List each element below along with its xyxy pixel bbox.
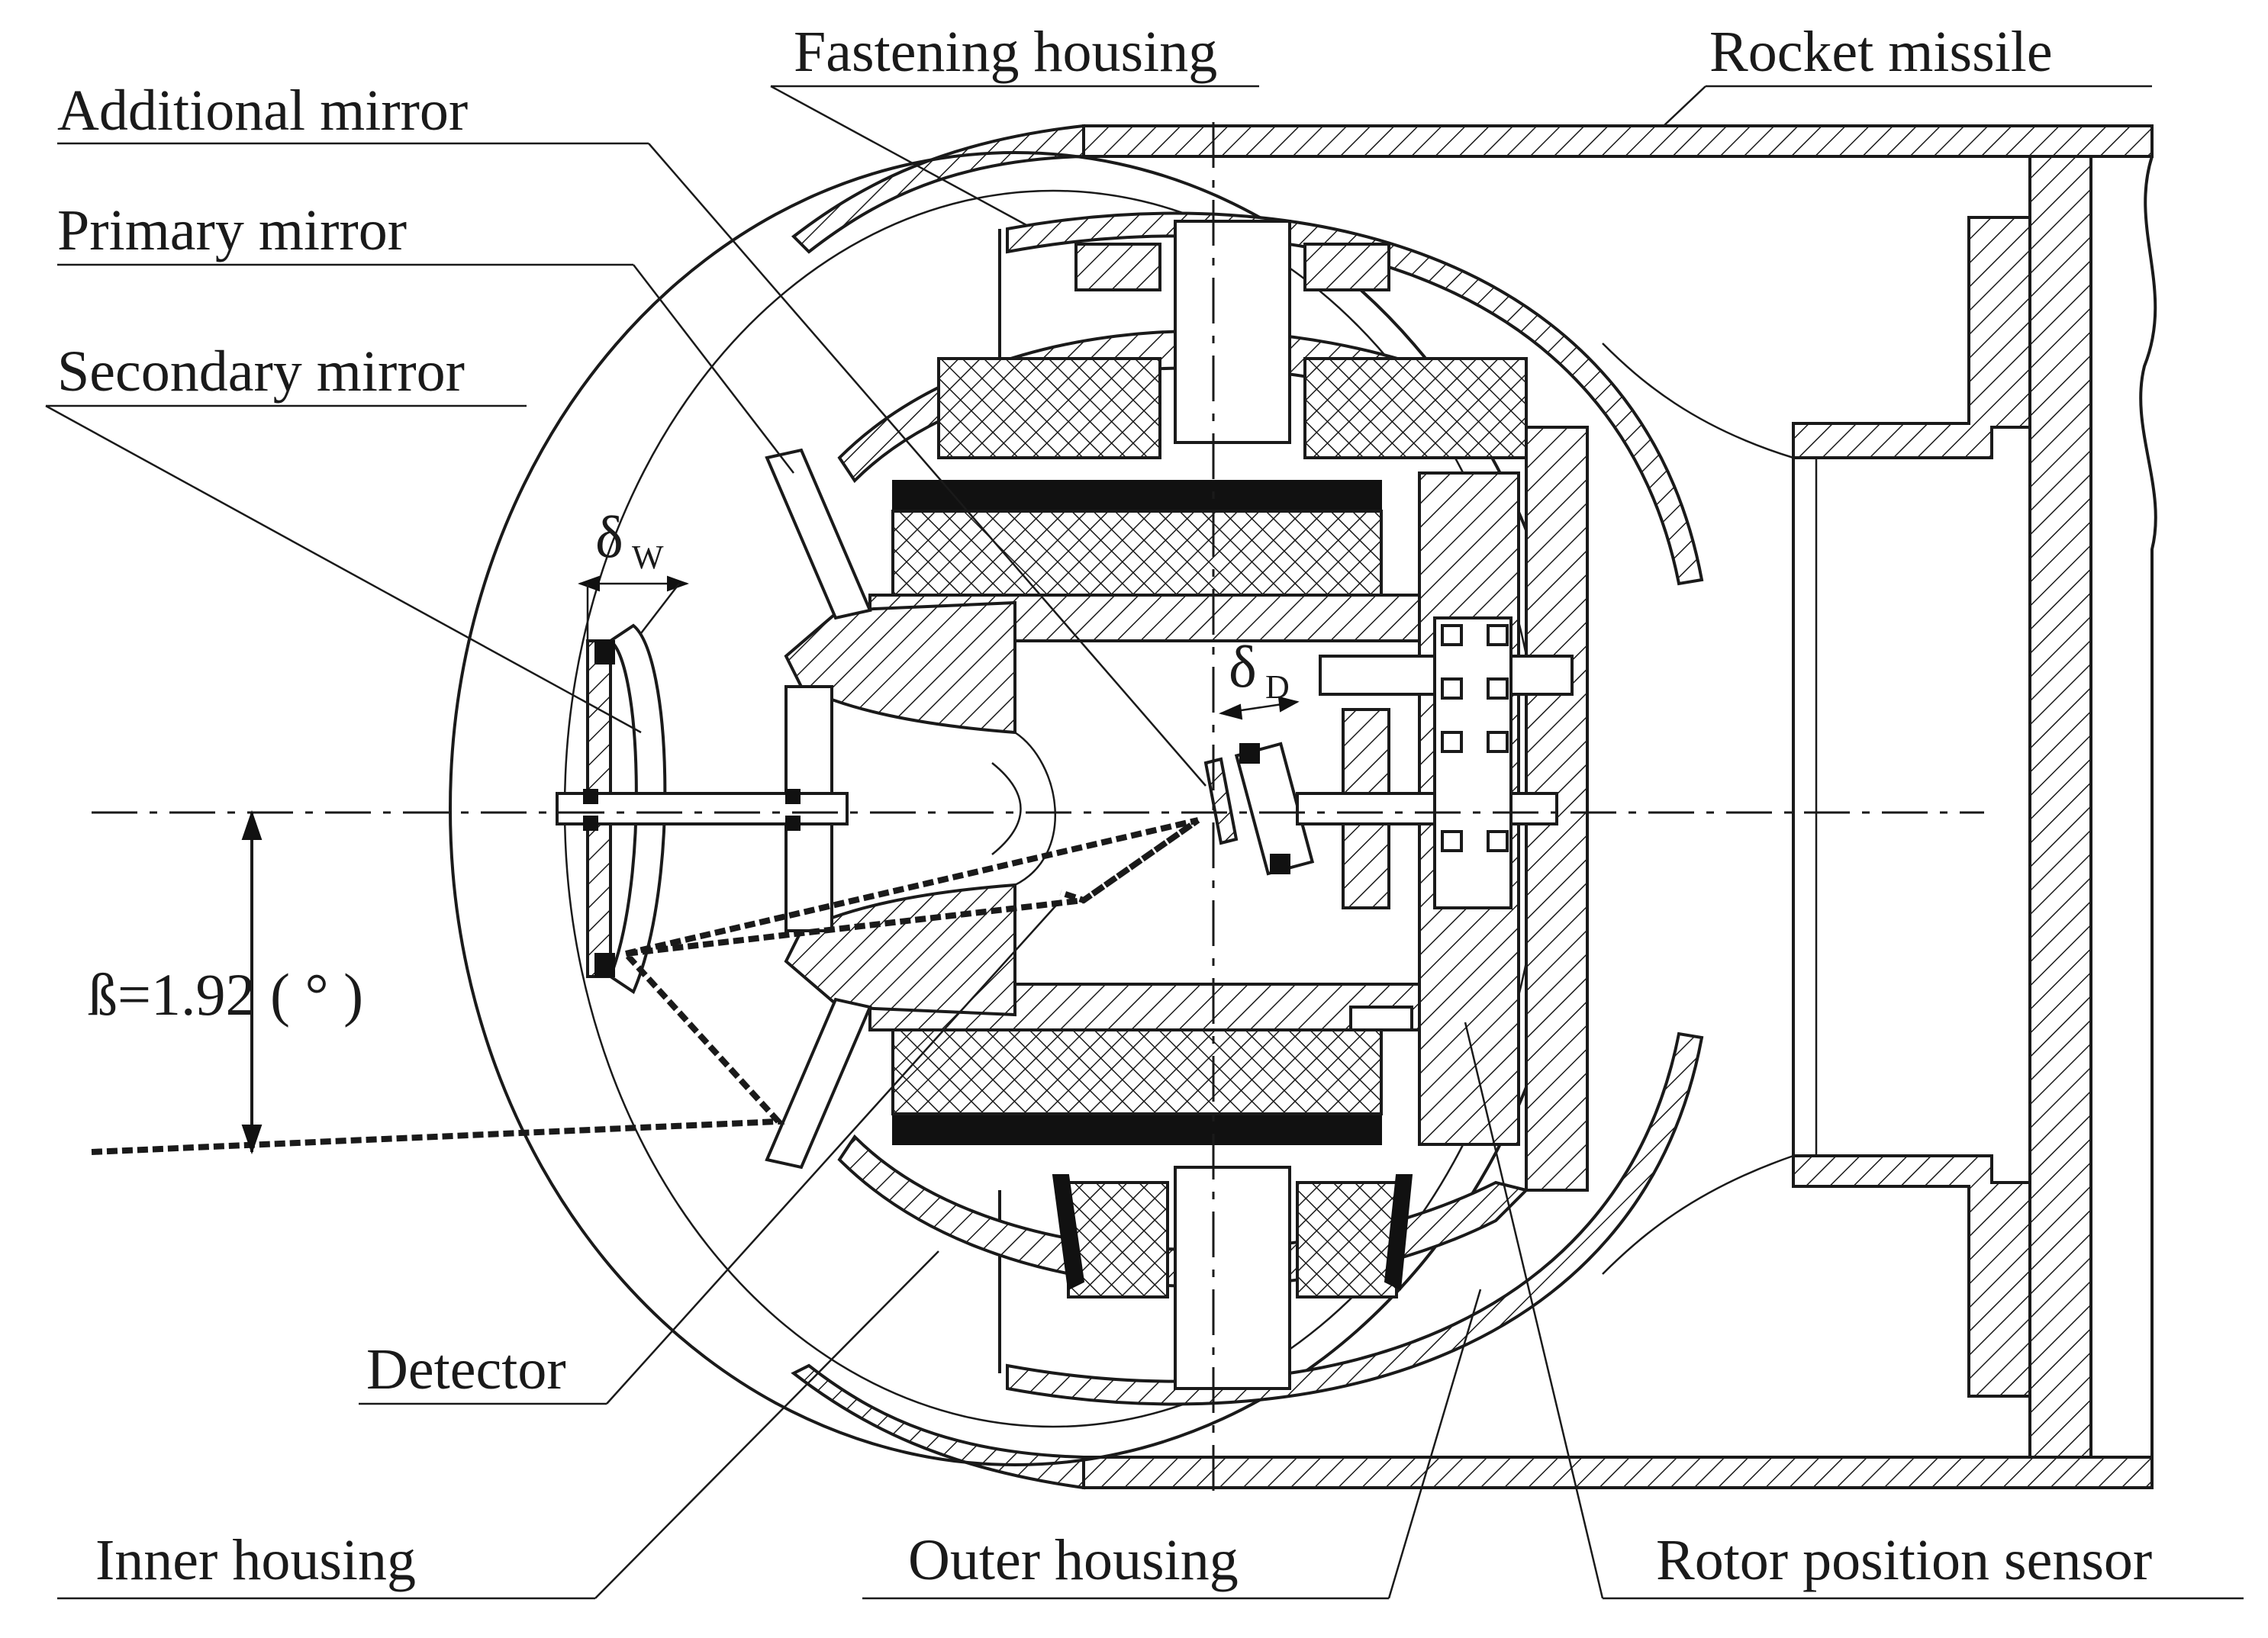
beta-angle-label: ß=1.92 ( ° ) bbox=[88, 961, 363, 1028]
secondary-mirror-label: Secondary mirror bbox=[57, 340, 465, 404]
primary-mirror bbox=[784, 600, 1057, 1017]
label-primary-mirror: Primary mirror bbox=[57, 198, 794, 474]
delta-w-dimension bbox=[578, 575, 689, 641]
delta-d-subscript: D bbox=[1265, 668, 1290, 706]
label-outer-housing: Outer housing bbox=[862, 1289, 1482, 1600]
beta-dimension bbox=[241, 809, 263, 1155]
delta-d-symbol: δ bbox=[1229, 633, 1257, 700]
label-fastening-housing: Fastening housing bbox=[770, 20, 1259, 227]
rotor-position-sensor-label: Rotor position sensor bbox=[1656, 1528, 2152, 1592]
additional-mirror bbox=[765, 448, 872, 1170]
additional-mirror-label: Additional mirror bbox=[57, 79, 468, 143]
label-detector: Detector bbox=[359, 899, 1062, 1405]
rocket-missile-label: Rocket missile bbox=[1709, 20, 2053, 84]
detector-rotor bbox=[1203, 616, 1574, 1031]
top-bearing-assembly bbox=[937, 220, 1528, 459]
torque-motor bbox=[868, 480, 1421, 1145]
label-rotor-position-sensor: Rotor position sensor bbox=[1464, 1022, 2244, 1600]
inner-housing-label: Inner housing bbox=[95, 1528, 416, 1592]
secondary-mirror bbox=[556, 623, 849, 994]
fastening-housing-label: Fastening housing bbox=[794, 20, 1217, 84]
label-rocket-missile: Rocket missile bbox=[1663, 20, 2152, 127]
delta-d-dimension bbox=[1218, 696, 1300, 720]
outer-housing-label: Outer housing bbox=[908, 1528, 1239, 1592]
ray-path bbox=[91, 817, 1200, 1155]
delta-w-subscript: W bbox=[632, 539, 664, 576]
label-secondary-mirror: Secondary mirror bbox=[45, 340, 642, 734]
detector-label: Detector bbox=[366, 1337, 566, 1401]
label-additional-mirror: Additional mirror bbox=[57, 79, 1206, 787]
primary-mirror-label: Primary mirror bbox=[57, 198, 407, 262]
delta-w-symbol: δ bbox=[595, 504, 623, 570]
bottom-bearing-assembly bbox=[1052, 1166, 1413, 1390]
label-inner-housing: Inner housing bbox=[57, 1250, 939, 1600]
